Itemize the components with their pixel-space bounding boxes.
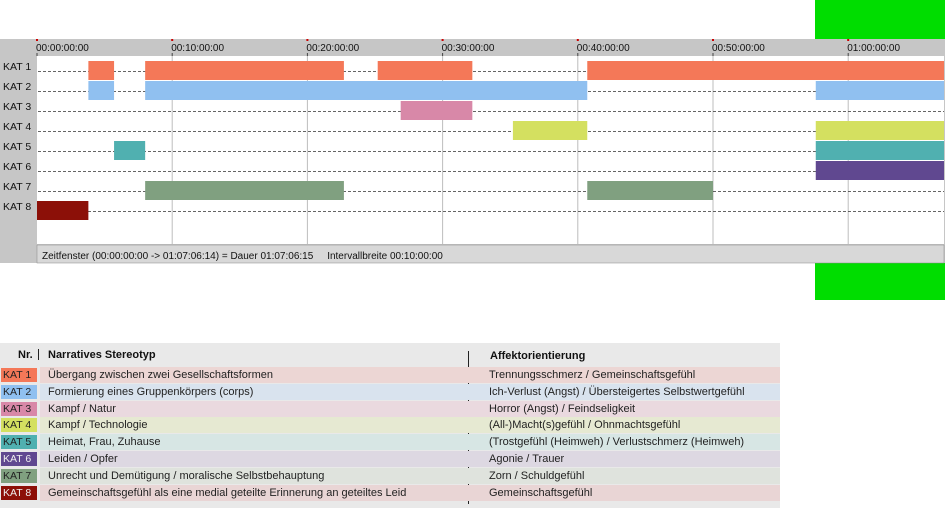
category-label: KAT 5 [3, 141, 31, 153]
legend-row-band [40, 484, 780, 501]
legend-row: KAT 5 Heimat, Frau, Zuhause (Trostgefühl (… [0, 434, 780, 451]
segment-bar [37, 201, 89, 220]
tick-label: 00:10:00:00 [171, 43, 224, 54]
legend-stereotyp: Leiden / Opfer [48, 453, 118, 465]
segment-bar [114, 141, 146, 160]
legend-affekt: Zorn / Schuldgefühl [489, 469, 585, 482]
legend-badge: KAT 6 [1, 452, 37, 466]
legend-header-separator [38, 349, 39, 360]
legend-row-band [40, 383, 780, 400]
tick-marker [576, 39, 579, 41]
legend-stereotyp: Gemeinschaftsgefühl als eine medial gete… [48, 486, 407, 499]
category-label: KAT 7 [3, 181, 31, 193]
category-label: KAT 6 [3, 161, 31, 173]
legend-table: Nr. Narratives Stereotyp Affektorientier… [0, 343, 780, 508]
legend-badge: KAT 7 [1, 468, 37, 483]
legend-row: KAT 6 Leiden / Opfer Agonie / Trauer [0, 451, 780, 467]
timeline-chart: 00:00:00:00 00:10:00:00 00:20:00:00 00:30:0… [0, 39, 945, 264]
legend-stereotyp: Kampf / Natur [48, 402, 116, 415]
legend-row: KAT 4 Kampf / Technologie (All-)Macht(s)ge… [0, 417, 780, 434]
tick-label: 00:30:00:00 [442, 43, 495, 54]
legend-row: KAT 3 Kampf / Natur Horror (Angst) / Feind… [0, 400, 780, 417]
segment-bar [815, 121, 944, 140]
green-marker-bottom [815, 263, 945, 300]
category-labels: KAT 1 KAT 2 KAT 3 KAT 4 KAT 5 KAT 6 KAT 7 KAT 8 [3, 61, 31, 213]
legend-affekt: Trennungsschmerz / Gemeinschaftsgefühl [489, 369, 696, 381]
segment-bar [815, 81, 944, 100]
legend-affekt: (All-)Macht(s)gefühl / Ohnmachtsgefühl [489, 419, 681, 432]
category-label: KAT 2 [3, 81, 31, 93]
legend-stereotyp: Kampf / Technologie [48, 419, 148, 432]
legend-stereotyp: Formierung eines Gruppenkörpers (corps) [48, 385, 254, 398]
legend-badge: KAT 4 [1, 418, 37, 433]
category-label: KAT 4 [3, 121, 31, 133]
legend-affekt: Ich-Verlust (Angst) / Übersteigertes Sel… [489, 385, 745, 398]
status-bar [36, 244, 945, 264]
tick-marker [847, 39, 850, 41]
segment-bar [145, 61, 344, 80]
legend-header-nr: Nr. [18, 349, 33, 361]
legend-row-band [40, 434, 780, 451]
segment-bar [815, 161, 944, 180]
legend-row-band [40, 417, 780, 434]
legend-header-stereotyp: Narratives Stereotyp [48, 349, 156, 361]
legend-stereotyp: Unrecht und Demütigung / moralische Selb… [48, 469, 325, 482]
segments [37, 61, 944, 220]
legend-badge: KAT 3 [1, 401, 37, 416]
segment-bar [145, 181, 344, 200]
legend-badge: KAT 1 [1, 368, 37, 382]
legend-affekt: (Trostgefühl (Heimweh) / Verlustschmerz … [489, 436, 745, 449]
tick-marker [36, 39, 38, 41]
segment-bar [145, 81, 588, 100]
legend-row-band [40, 400, 780, 417]
segment-bar [587, 61, 944, 80]
legend-affekt: Horror (Angst) / Feindseligkeit [489, 402, 636, 415]
tick-label: 00:00:00:00 [36, 43, 89, 54]
segment-bar [400, 101, 473, 120]
segment-bar [88, 81, 115, 100]
tick-marker [171, 39, 174, 41]
legend-stereotyp: Übergang zwischen zwei Gesellschaftsform… [48, 369, 273, 381]
legend-affekt: Agonie / Trauer [489, 453, 565, 465]
segment-bar [88, 61, 115, 80]
category-label: KAT 8 [3, 201, 31, 213]
green-marker-top [815, 0, 945, 39]
legend-row-band [40, 451, 780, 467]
legend-badge: KAT 8 [1, 485, 37, 500]
category-label: KAT 3 [3, 101, 31, 113]
tick-label: 00:50:00:00 [712, 43, 765, 54]
legend-stereotyp: Heimat, Frau, Zuhause [48, 436, 161, 449]
category-label: KAT 1 [3, 61, 31, 73]
status-text: Zeitfenster (00:00:00:00 -> 01:07:06:14)… [42, 251, 443, 262]
tick-marker [712, 39, 714, 41]
legend-row: KAT 2 Formierung eines Gruppenkörpers (co… [0, 383, 780, 400]
legend-row-band [40, 367, 780, 383]
legend-affekt: Gemeinschaftsgefühl [489, 486, 593, 499]
legend-row-band [40, 467, 780, 484]
segment-bar [587, 181, 713, 200]
legend-badge: KAT 5 [1, 435, 37, 450]
tick-marker [441, 39, 444, 41]
legend-badge: KAT 2 [1, 384, 37, 399]
legend-header-affekt: Affektorientierung [490, 350, 586, 362]
tick-marker [306, 39, 309, 41]
x-axis-ticks: 00:00:00:00 00:10:00:00 00:20:00:00 00:30:0… [36, 39, 900, 56]
segment-bar [377, 61, 473, 80]
tick-label: 00:40:00:00 [577, 43, 630, 54]
legend-row: KAT 1 Übergang zwischen zwei Gesellschaft… [0, 367, 780, 383]
segment-bar [512, 121, 588, 140]
segment-bar [815, 141, 944, 160]
legend-row: KAT 8 Gemeinschaftsgefühl als eine medial… [0, 484, 780, 501]
tick-label: 00:20:00:00 [306, 43, 359, 54]
legend-row: KAT 7 Unrecht und Demütigung / moralische… [0, 467, 780, 484]
tick-label: 01:00:00:00 [847, 43, 900, 54]
